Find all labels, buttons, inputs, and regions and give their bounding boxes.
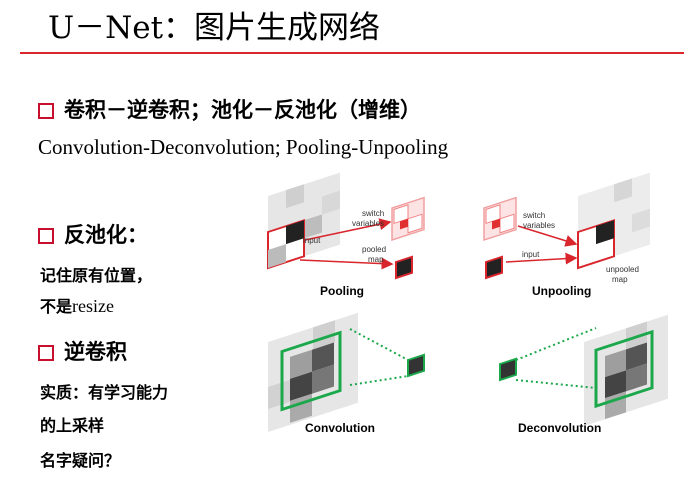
conv-output-cell (407, 353, 425, 378)
bullet-box-icon (38, 228, 54, 244)
caption-convolution: Convolution (305, 421, 375, 435)
bullet-box-icon (38, 103, 54, 119)
arrow-to-switch (304, 218, 392, 241)
note-cn: 不是 (40, 297, 73, 316)
caption-unpooling: Unpooling (532, 284, 591, 298)
switch-variables-grid (391, 196, 425, 241)
unpooled-map-grid (577, 172, 650, 270)
pooling-input-grid (267, 172, 340, 270)
deconv-input-cell (499, 357, 517, 382)
arrow-to-pooled (299, 257, 394, 270)
deconv-note-2: 的上采样 (40, 416, 105, 435)
unpool-input (485, 255, 503, 280)
conv-proj-bottom (349, 375, 409, 386)
deconv-output-grid (584, 314, 668, 426)
label-variables: variables (352, 219, 384, 228)
conv-input-grid (268, 312, 358, 432)
deconv-note-1: 实质：有学习能力 (40, 383, 169, 402)
slide-title: U－Net：图片生成网络 (48, 10, 381, 46)
unpooling-note-2: 不是resize (40, 293, 114, 317)
label-switch: switch (523, 211, 545, 220)
label-input: input (303, 236, 321, 245)
label-variables: variables (523, 221, 555, 230)
label-input: input (522, 250, 540, 259)
bullet-conv-deconv: 卷积－逆卷积；池化－反池化（增维） (38, 94, 421, 124)
conv-proj-top (349, 328, 409, 361)
unpooling-note-1: 记住原有位置， (40, 266, 153, 285)
unpool-switch-grid (483, 196, 517, 241)
label-switch: switch (362, 209, 384, 218)
bullet-deconvolution: 逆卷积 (38, 336, 127, 366)
label-unpooled: unpooled (606, 265, 639, 274)
bullet-box-icon (38, 345, 54, 361)
label-map: map (612, 275, 628, 284)
deconv-proj-top (515, 327, 597, 361)
bullet-subtitle-en: Convolution-Deconvolution; Pooling-Unpoo… (38, 135, 449, 159)
deconv-note-3: 名字疑问？ (40, 451, 121, 470)
pooling-panel: input switch variables pooled map Poolin… (267, 172, 425, 298)
title-divider (20, 52, 684, 54)
label-map: map (368, 255, 384, 264)
bullet-text: 卷积－逆卷积；池化－反池化（增维） (64, 97, 421, 122)
label-pooled: pooled (362, 245, 386, 254)
bullet-unpooling: 反池化： (38, 219, 148, 249)
caption-deconvolution: Deconvolution (518, 421, 601, 435)
deconvolution-panel: Deconvolution (499, 314, 668, 435)
note-en: resize (72, 296, 114, 316)
arrow-input-to-unpooled (505, 252, 578, 265)
bullet-text: 反池化： (64, 222, 148, 247)
arrow-switch-to-unpooled (517, 225, 578, 247)
pooled-map (395, 255, 413, 280)
bullet-text: 逆卷积 (64, 339, 127, 364)
caption-pooling: Pooling (320, 284, 364, 298)
deconv-proj-bottom (515, 379, 597, 389)
convolution-panel: Convolution (268, 312, 425, 435)
unpooling-panel: switch variables input unpooled map Unpo… (483, 172, 650, 298)
